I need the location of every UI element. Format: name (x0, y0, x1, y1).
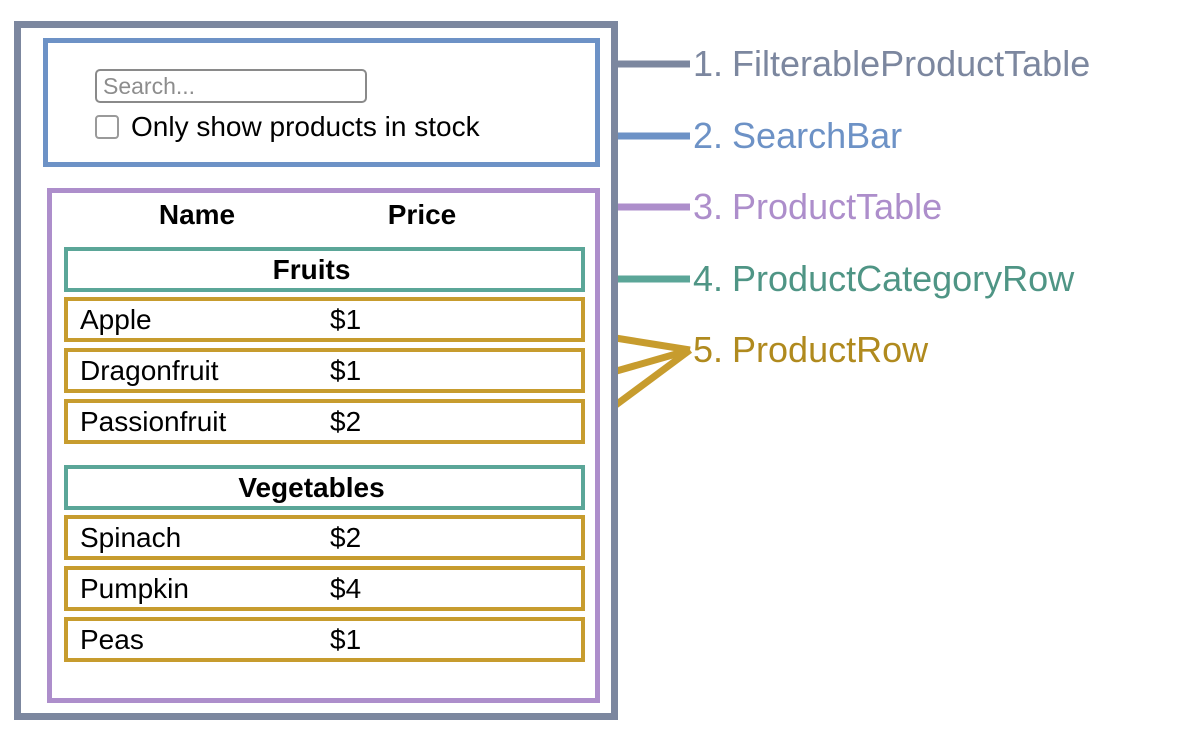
product-category-row-label: Fruits (272, 253, 351, 285)
legend-label: SearchBar (732, 115, 903, 156)
product-row-spinach[interactable]: Spinach $2 (64, 515, 585, 560)
legend-item-filterable-product-table: 1.FilterableProductTable (693, 46, 1090, 82)
product-row-pumpkin[interactable]: Pumpkin $4 (64, 566, 585, 611)
product-row-price: $2 (330, 406, 362, 437)
product-table-header: Name Price (62, 199, 582, 239)
product-category-row-fruits: Fruits (64, 247, 585, 292)
legend-number: 5. (693, 329, 724, 370)
search-input[interactable] (95, 69, 367, 103)
product-row-price: $1 (330, 355, 362, 386)
product-category-row-label: Vegetables (238, 471, 385, 503)
legend-label: FilterableProductTable (732, 43, 1091, 84)
product-row-price: $1 (330, 304, 362, 335)
legend-label: ProductCategoryRow (732, 258, 1075, 299)
stock-filter-row[interactable]: Only show products in stock (95, 113, 480, 141)
product-table: Name Price Fruits Apple $1 Dragonfruit $… (47, 188, 600, 703)
product-row-peas[interactable]: Peas $1 (64, 617, 585, 662)
product-row-price: $2 (330, 522, 362, 553)
legend-number: 1. (693, 43, 724, 84)
product-row-name: Apple (80, 304, 152, 335)
product-row-price: $1 (330, 624, 362, 655)
product-row-apple[interactable]: Apple $1 (64, 297, 585, 342)
product-row-passionfruit[interactable]: Passionfruit $2 (64, 399, 585, 444)
legend-item-product-category-row: 4.ProductCategoryRow (693, 261, 1074, 297)
product-row-dragonfruit[interactable]: Dragonfruit $1 (64, 348, 585, 393)
legend-item-search-bar: 2.SearchBar (693, 118, 902, 154)
legend-number: 3. (693, 186, 724, 227)
product-row-name: Dragonfruit (80, 355, 219, 386)
search-bar: Only show products in stock (43, 38, 600, 167)
product-row-name: Passionfruit (80, 406, 227, 437)
legend-label: ProductRow (732, 329, 929, 370)
legend-item-product-table: 3.ProductTable (693, 189, 942, 225)
product-row-name: Peas (80, 624, 144, 655)
legend-item-product-row: 5.ProductRow (693, 332, 928, 368)
column-header-name: Name (158, 199, 236, 230)
legend-label: ProductTable (732, 186, 943, 227)
only-show-in-stock-label: Only show products in stock (131, 111, 480, 142)
legend-number: 4. (693, 258, 724, 299)
only-show-in-stock-checkbox[interactable] (95, 115, 119, 139)
product-category-row-vegetables: Vegetables (64, 465, 585, 510)
product-row-name: Pumpkin (80, 573, 189, 604)
product-row-price: $4 (330, 573, 362, 604)
product-row-name: Spinach (80, 522, 182, 553)
legend-number: 2. (693, 115, 724, 156)
column-header-price: Price (387, 199, 457, 230)
